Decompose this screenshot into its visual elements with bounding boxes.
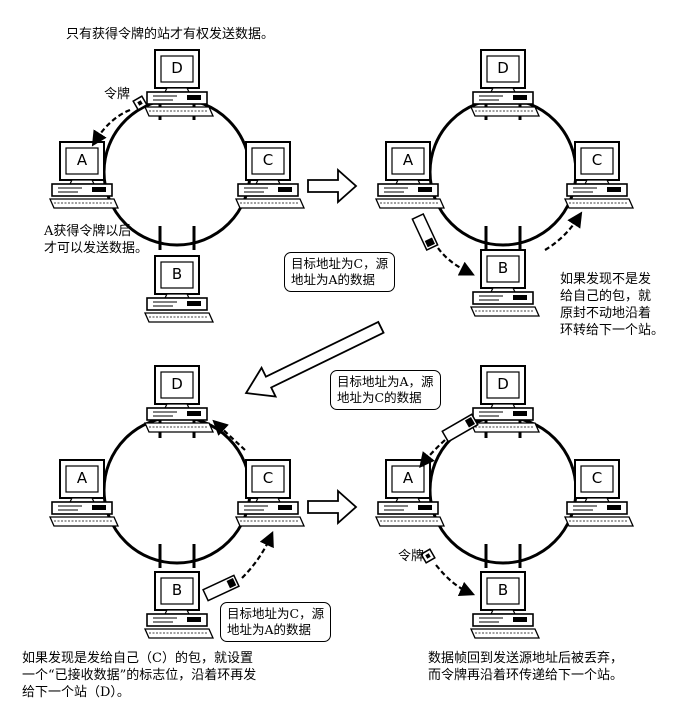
callout-line: 地址为A的数据: [227, 622, 312, 637]
packet-path-arrow: [419, 439, 446, 469]
data-packet-icon: [441, 413, 479, 443]
panel-4-note: 数据帧回到发送源地址后被丢弃， 而令牌再沿着环传递给下一个站。: [428, 650, 623, 684]
station-b-label: B: [498, 259, 508, 277]
callout-line: 目标地址为C，源: [291, 256, 389, 271]
station-a-label: A: [403, 151, 414, 169]
note-line: 给自己的包，就: [560, 289, 652, 304]
flow-arrow-right-bottom: [307, 488, 358, 526]
flow-arrow-right-top: [307, 167, 358, 205]
note-line: 而令牌再沿着环传递给下一个站。: [428, 668, 624, 683]
station-c-label: C: [263, 151, 273, 169]
note-line: 数据帧回到发送源地址后被丢弃，: [428, 651, 624, 666]
station-d-label: D: [171, 59, 183, 77]
station-d-label: D: [497, 375, 509, 393]
panel-3-note: 如果发现是发给自己（C）的包，就设置 一个“已接收数据”的标志位，沿着环再发 给…: [22, 650, 256, 701]
forward-path-arrow: [212, 419, 246, 451]
note-line: A获得令牌以后: [44, 224, 132, 239]
packet-path-arrow: [241, 530, 274, 579]
station-c-label: C: [263, 469, 273, 487]
panel-3-callout: 目标地址为C，源 地址为A的数据: [220, 602, 332, 642]
station-a-label: A: [77, 469, 88, 487]
flow-arrow-diagonal: [244, 320, 385, 398]
note-line: 才可以发送数据。: [44, 241, 149, 256]
ring-connectors: [484, 98, 522, 250]
ring-connectors: [484, 415, 522, 568]
panel-1: D A C B: [49, 49, 305, 323]
station-a-label: A: [77, 151, 88, 169]
packet-path-arrow: [437, 247, 475, 276]
panel-2: D A C B: [375, 49, 634, 317]
data-packet-icon: [202, 574, 240, 602]
callout-line: 目标地址为C，源: [227, 606, 325, 621]
callout-line: 地址为A的数据: [291, 272, 376, 287]
data-packet-icon: [411, 213, 439, 251]
panel-4-token-label: 令牌: [398, 549, 425, 564]
panel-1-token-label: 令牌: [104, 87, 131, 102]
panel-2-note: 如果发现不是发 给自己的包，就 原封不动地沿着 环转给下一个站。: [560, 271, 664, 339]
token-path-arrow: [91, 108, 131, 147]
panel-1-title: 只有获得令牌的站才有权发送数据。: [66, 27, 275, 42]
note-line: 如果发现是发给自己（C）的包，就设置: [22, 651, 253, 666]
note-line: 原封不动地沿着: [560, 306, 652, 321]
station-d-label: D: [171, 375, 183, 393]
panel-2-callout: 目标地址为C，源 地址为A的数据: [284, 252, 396, 292]
ring: [428, 97, 578, 247]
station-c-label: C: [592, 469, 602, 487]
callout-line: 地址为C的数据: [337, 390, 422, 405]
note-line: 给下一个站（D）。: [22, 685, 130, 700]
station-c-label: C: [592, 151, 602, 169]
note-line: 如果发现不是发: [560, 272, 652, 287]
panel-4-callout: 目标地址为A，源 地址为C的数据: [330, 370, 441, 410]
station-b-label: B: [498, 581, 508, 599]
token-path-arrow: [435, 564, 476, 596]
ring: [102, 415, 252, 565]
token-icon: [132, 95, 148, 111]
ring-connectors: [158, 415, 196, 568]
panel-4: D A C B: [375, 365, 634, 639]
token-icon: [420, 548, 436, 564]
note-line: 环转给下一个站。: [560, 323, 665, 338]
panel-1-note: A获得令牌以后 才可以发送数据。: [44, 223, 148, 257]
station-d-label: D: [497, 59, 509, 77]
forward-path-arrow: [544, 211, 583, 251]
station-b-label: B: [172, 265, 182, 283]
station-b-label: B: [172, 581, 182, 599]
station-a-label: A: [403, 469, 414, 487]
ring-connectors: [158, 98, 196, 250]
panel-3: D A C B: [49, 365, 305, 639]
note-line: 一个“已接收数据”的标志位，沿着环再发: [22, 668, 257, 683]
callout-line: 目标地址为A，源: [337, 374, 434, 389]
